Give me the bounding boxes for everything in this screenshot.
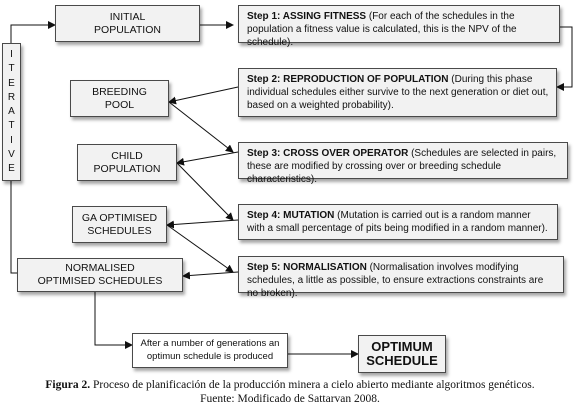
iterative-letter: T <box>8 120 15 132</box>
initial-population-label: INITIAL POPULATION <box>94 10 161 36</box>
arrow-child-step4 <box>176 162 234 221</box>
arrow-step3-child <box>176 151 239 166</box>
ga-optimised-schedules-box: GA OPTIMISED SCHEDULES <box>72 206 167 243</box>
iterative-letter: A <box>8 106 15 117</box>
generations-note-text: After a number of generations an optimun… <box>140 338 280 362</box>
optimum-schedule-box: OPTIMUM SCHEDULE <box>358 335 446 373</box>
breeding-pool-label: BREEDING POOL <box>92 85 147 111</box>
optimum-schedule-label: OPTIMUM SCHEDULE <box>366 338 438 368</box>
step-4-box: Step 4: MUTATION (Mutation is carried ou… <box>238 204 558 240</box>
arrow-normalised-note <box>94 292 133 349</box>
normalised-optimised-schedules-box: NORMALISED OPTIMISED SCHEDULES <box>17 258 183 292</box>
step-5-title: Step 5: NORMALISATION <box>247 262 367 273</box>
iterative-letter: E <box>8 77 15 89</box>
step-1-text: (For each of the schedules in the popula… <box>247 11 517 48</box>
arrow-step5-normalised <box>182 271 239 280</box>
arrow-step2-breeding <box>168 86 239 105</box>
step-1-box: Step 1: ASSING FITNESS (For each of the … <box>238 5 560 48</box>
iterative-letter: E <box>8 163 15 174</box>
step-3-title: Step 3: CROSS OVER OPERATOR <box>247 148 409 159</box>
step-4-title: Step 4: MUTATION <box>247 210 335 221</box>
initial-population-box: INITIAL POPULATION <box>55 5 200 42</box>
step-1-title: Step 1: ASSING FITNESS <box>247 11 367 22</box>
step-3-box: Step 3: CROSS OVER OPERATOR (Schedules a… <box>238 142 568 185</box>
step-5-box: Step 5: NORMALISATION (Normalisation inv… <box>238 256 564 299</box>
step-2-title: Step 2: REPRODUCTION OF POPULATION <box>247 74 449 85</box>
child-population-label: CHILD POPULATION <box>93 149 161 175</box>
arrow-step4-ga <box>166 219 239 229</box>
step-2-box: Step 2: REPRODUCTION OF POPULATION (Duri… <box>238 68 557 117</box>
step-2-text: (During this phase individual schedules … <box>247 74 549 111</box>
iterative-letter: R <box>7 91 16 103</box>
step-5-text: (Normalisation involves modifying schedu… <box>247 262 544 299</box>
generations-note-box: After a number of generations an optimun… <box>132 333 288 368</box>
caption-text: Proceso de planificación de la producció… <box>90 379 535 391</box>
iterative-letter: I <box>10 49 13 60</box>
arrow-breeding-step3 <box>168 101 234 153</box>
arrow-ga-step5 <box>166 224 234 273</box>
caption-source: Fuente: Modificado de Sattarvan 2008. <box>200 393 380 406</box>
caption-figure-label: Figura 2. <box>45 379 91 391</box>
child-population-box: CHILD POPULATION <box>77 144 177 181</box>
figure-caption: Figura 2. Proceso de planificación de la… <box>0 378 580 407</box>
arrow-step1-step2 <box>556 26 573 91</box>
ga-optimised-schedules-label: GA OPTIMISED SCHEDULES <box>81 211 158 237</box>
step-4-text: (Mutation is carried out is a random man… <box>247 210 548 234</box>
step-3-text: (Schedules are selected in pairs, these … <box>247 148 557 185</box>
breeding-pool-box: BREEDING POOL <box>70 80 169 117</box>
iterative-letter: T <box>8 63 15 75</box>
iterative-letter: I <box>10 134 13 146</box>
iterative-letter: V <box>8 148 15 160</box>
normalised-optimised-schedules-label: NORMALISED OPTIMISED SCHEDULES <box>37 262 163 287</box>
